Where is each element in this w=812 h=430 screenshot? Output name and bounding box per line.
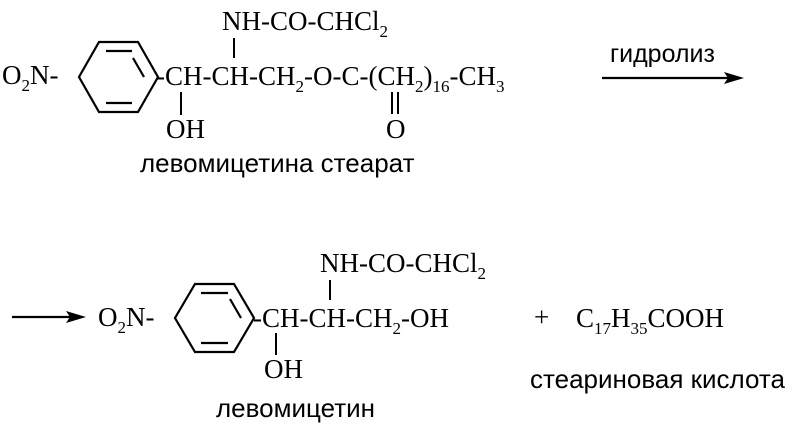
product-hydroxyl: OH <box>264 354 303 384</box>
product-no2-group: O2N- <box>98 302 155 337</box>
reactant-benzene-ring <box>77 40 160 114</box>
reactant-carbonyl-oxygen: O <box>386 114 406 144</box>
stearic-acid-caption: стеариновая кислота <box>530 364 785 394</box>
reactant-caption: левомицетина стеарат <box>140 148 415 178</box>
product-main-chain: -CH-CH-CH2-OH <box>253 303 449 338</box>
plus-sign: + <box>534 302 550 332</box>
continuation-arrow <box>12 311 86 323</box>
reactant-main-chain: -CH-CH-CH2-O-C-(CH2)16-CH3 <box>156 61 505 96</box>
reactant-dichloroacetamide-group: NH-CO-CHCl2 <box>222 6 389 41</box>
product-benzene-ring <box>173 282 256 354</box>
reactant-no2-group: O2N- <box>2 60 59 95</box>
hydrolysis-arrow <box>602 72 744 84</box>
arrow-label: гидролиз <box>610 40 715 68</box>
stearic-acid-formula: C17H35COOH <box>576 303 725 338</box>
product-caption: левомицетин <box>216 393 375 423</box>
reactant-hydroxyl: OH <box>166 114 205 144</box>
product-dichloroacetamide-group: NH-CO-CHCl2 <box>320 248 487 283</box>
